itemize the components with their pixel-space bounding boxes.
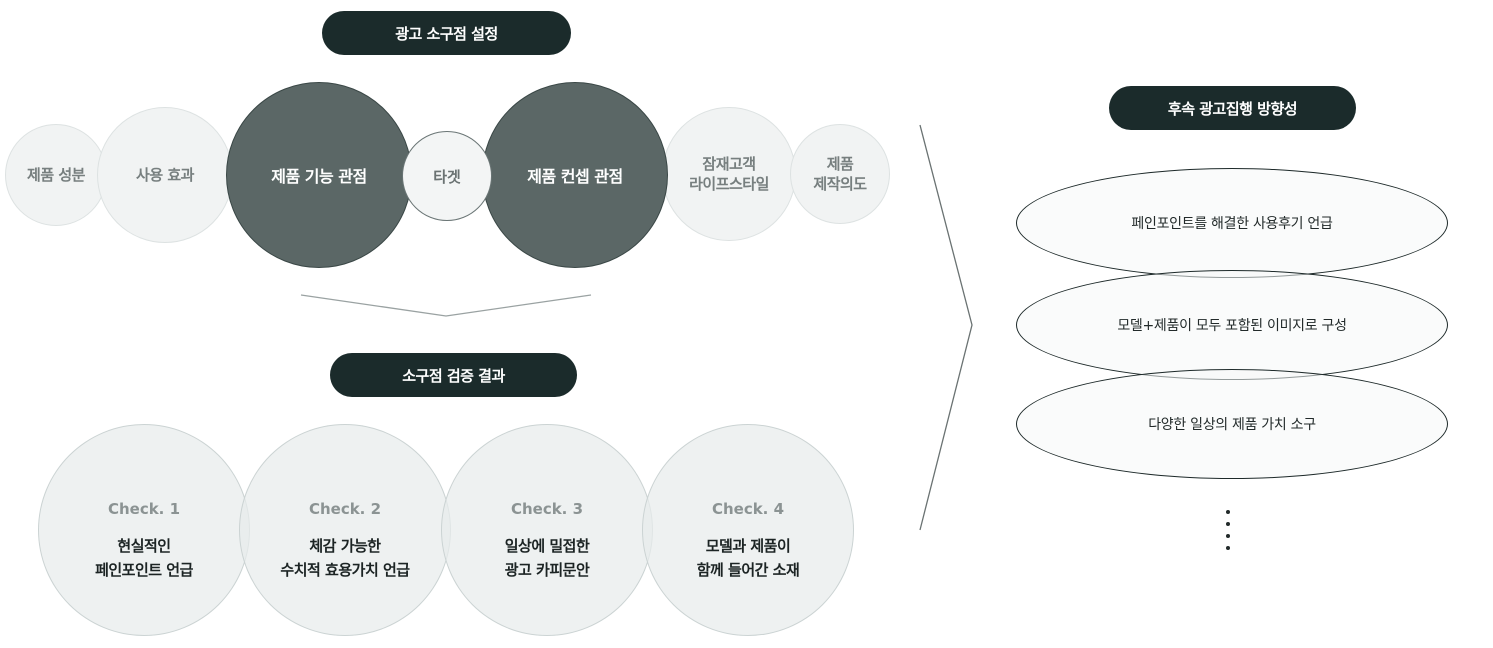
dot	[1226, 534, 1230, 538]
circle-label: 라이프스타일	[689, 175, 769, 193]
direction-item-1: 페인포인트를 해결한 사용후기 언급	[1016, 168, 1448, 278]
circle-label: 제품 성분	[27, 166, 85, 184]
direction-item-3: 다양한 일상의 제품 가치 소구	[1016, 369, 1448, 479]
check-text-line: 체감 가능한	[309, 537, 381, 555]
check-text-line: 일상에 밀접한	[504, 537, 590, 555]
circle-label: 제품 기능 관점	[271, 167, 367, 186]
check-circle-1: Check. 1 현실적인 페인포인트 언급	[38, 424, 250, 636]
circle-lifestyle: 잠재고객 라이프스타일	[662, 107, 796, 241]
circle-label: 타겟	[433, 167, 461, 186]
section-title-followup-direction: 후속 광고집행 방향성	[1109, 86, 1356, 130]
circle-label: 제작의도	[813, 175, 867, 193]
top-to-bottom-connector	[300, 294, 592, 317]
circle-label: 제품 컨셉 관점	[527, 167, 623, 186]
dot	[1226, 546, 1230, 550]
check-text-line: 함께 들어간 소재	[696, 561, 800, 579]
left-to-right-bracket	[919, 124, 973, 531]
section-title-verification-result: 소구점 검증 결과	[330, 353, 577, 397]
check-label: Check. 3	[510, 500, 584, 518]
direction-item-text: 다양한 일상의 제품 가치 소구	[1148, 417, 1316, 433]
check-text-line: 수치적 효용가치 언급	[280, 561, 410, 579]
check-label: Check. 2	[308, 500, 382, 518]
direction-item-2: 모델+제품이 모두 포함된 이미지로 구성	[1016, 270, 1448, 380]
circle-label: 제품	[826, 155, 854, 173]
direction-item-text: 모델+제품이 모두 포함된 이미지로 구성	[1117, 318, 1347, 334]
direction-item-text: 페인포인트를 해결한 사용후기 언급	[1131, 216, 1333, 232]
section-title-appeal-setting: 광고 소구점 설정	[322, 11, 571, 55]
check-text-line: 광고 카피문안	[504, 561, 590, 579]
check-text-line: 모델과 제품이	[705, 537, 791, 555]
check-label: Check. 4	[711, 500, 785, 518]
circle-concept-view: 제품 컨셉 관점	[482, 82, 668, 268]
more-dots	[1226, 510, 1230, 550]
check-circle-3: Check. 3 일상에 밀접한 광고 카피문안	[441, 424, 653, 636]
check-text-line: 페인포인트 언급	[95, 561, 193, 579]
check-circle-2: Check. 2 체감 가능한 수치적 효용가치 언급	[239, 424, 451, 636]
check-label: Check. 1	[107, 500, 181, 518]
check-text-line: 현실적인	[117, 537, 171, 555]
check-circle-4: Check. 4 모델과 제품이 함께 들어간 소재	[642, 424, 854, 636]
circle-ingredient: 제품 성분	[5, 124, 107, 226]
dot	[1226, 510, 1230, 514]
circle-function-view: 제품 기능 관점	[226, 82, 412, 268]
circle-label: 잠재고객	[702, 155, 756, 173]
circle-effect: 사용 효과	[97, 107, 233, 243]
circle-target: 타겟	[402, 131, 492, 221]
circle-production-intent: 제품 제작의도	[790, 124, 890, 224]
circle-label: 사용 효과	[136, 166, 194, 184]
dot	[1226, 522, 1230, 526]
